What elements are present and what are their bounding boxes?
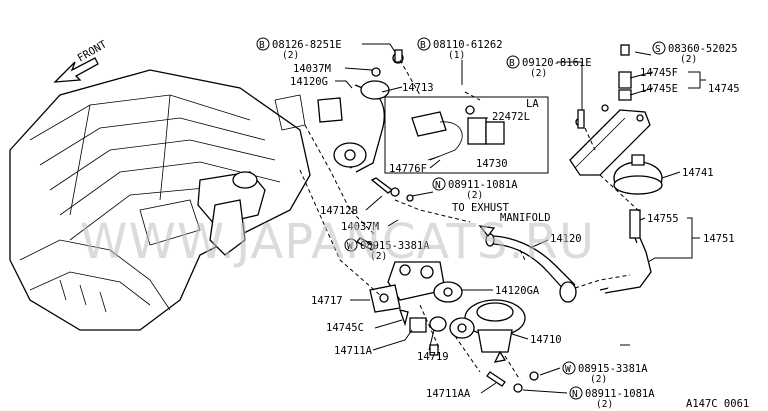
label-14745: 14745 xyxy=(708,83,740,95)
label-08360-52025-qty: (2) xyxy=(680,54,697,65)
label-08360-52025: 08360-52025 xyxy=(668,43,738,55)
label-14741: 14741 xyxy=(682,167,714,179)
engine-intake-manifold xyxy=(9,69,311,331)
label-08911-1081A-lower-qty: (2) xyxy=(596,399,613,410)
label-08911-1081A-upper: 08911-1081A xyxy=(448,179,518,191)
label-14037M-upper: 14037M xyxy=(293,63,331,75)
label-08911-1081A-upper-qty: (2) xyxy=(466,190,483,201)
label-14037M-lower: 14037M xyxy=(341,221,379,233)
front-direction-indicator: FRONT xyxy=(53,38,109,83)
label-14751: 14751 xyxy=(703,233,735,245)
circle-b-3: B xyxy=(509,58,515,69)
circle-b-1: B xyxy=(259,40,265,51)
label-08110-61262-qty: (1) xyxy=(448,50,465,61)
label-14711AA: 14711AA xyxy=(426,388,471,400)
figure-code: A147C 0061 xyxy=(686,398,749,410)
label-14717: 14717 xyxy=(311,295,343,307)
egr-valve-14710 xyxy=(449,299,526,363)
circle-n-1: N xyxy=(435,180,441,191)
label-14719: 14719 xyxy=(417,351,449,363)
label-08110-61262: 08110-61262 xyxy=(433,39,503,51)
label-14776F: 14776F xyxy=(389,163,427,175)
exhaust-note-line1: TO EXHUST xyxy=(452,202,510,214)
egr-pipe-14120 xyxy=(478,225,577,303)
la-variant-box: LA xyxy=(384,96,549,174)
leader-lines xyxy=(335,43,706,394)
label-08126-8251E-qty: (2) xyxy=(282,50,299,61)
label-14745F: 14745F xyxy=(640,67,678,79)
label-14745C: 14745C xyxy=(326,322,364,334)
circle-b-2: B xyxy=(420,40,426,51)
label-22472L: 22472L xyxy=(492,111,530,123)
circle-s: S xyxy=(655,44,661,55)
label-08126-8251E: 08126-8251E xyxy=(272,39,342,51)
label-08911-1081A-lower: 08911-1081A xyxy=(585,388,655,400)
egr-tube-upper xyxy=(317,49,404,173)
label-14120GA: 14120GA xyxy=(495,285,540,297)
label-09120-8161E-qty: (2) xyxy=(530,68,547,79)
vacuum-hose-and-tube xyxy=(599,209,652,294)
label-14713: 14713 xyxy=(402,82,434,94)
label-14745E: 14745E xyxy=(640,83,678,95)
label-14755: 14755 xyxy=(647,213,679,225)
label-14712B: 14712B xyxy=(320,205,358,217)
watermark: WWW.JAPANCATS.RU xyxy=(80,214,595,270)
label-14120G: 14120G xyxy=(290,76,328,88)
label-14730: 14730 xyxy=(476,158,508,170)
egr-control-valve-assembly xyxy=(569,44,663,195)
label-09120-8161E: 09120-8161E xyxy=(522,57,592,69)
circle-n-2: N xyxy=(572,389,578,400)
egr-adapter-14717 xyxy=(369,261,463,333)
label-08915-3381A-lower-qty: (2) xyxy=(590,374,607,385)
label-08915-3381A-upper-qty: (2) xyxy=(370,251,387,262)
la-label: LA xyxy=(526,98,539,110)
fasteners xyxy=(356,177,539,393)
label-14120: 14120 xyxy=(550,233,582,245)
label-14711A: 14711A xyxy=(334,345,373,357)
label-08915-3381A-upper: 08915-3381A xyxy=(360,240,430,252)
exhaust-note-line2: MANIFOLD xyxy=(500,212,551,224)
label-08915-3381A-lower: 08915-3381A xyxy=(578,363,648,375)
circle-w-2: W xyxy=(565,364,571,375)
label-14710: 14710 xyxy=(530,334,562,346)
part-labels: B 08126-8251E (2) B 08110-61262 (1) B 09… xyxy=(256,37,749,410)
circle-w-1: W xyxy=(347,241,353,252)
dashed-guide-lines xyxy=(299,59,641,381)
